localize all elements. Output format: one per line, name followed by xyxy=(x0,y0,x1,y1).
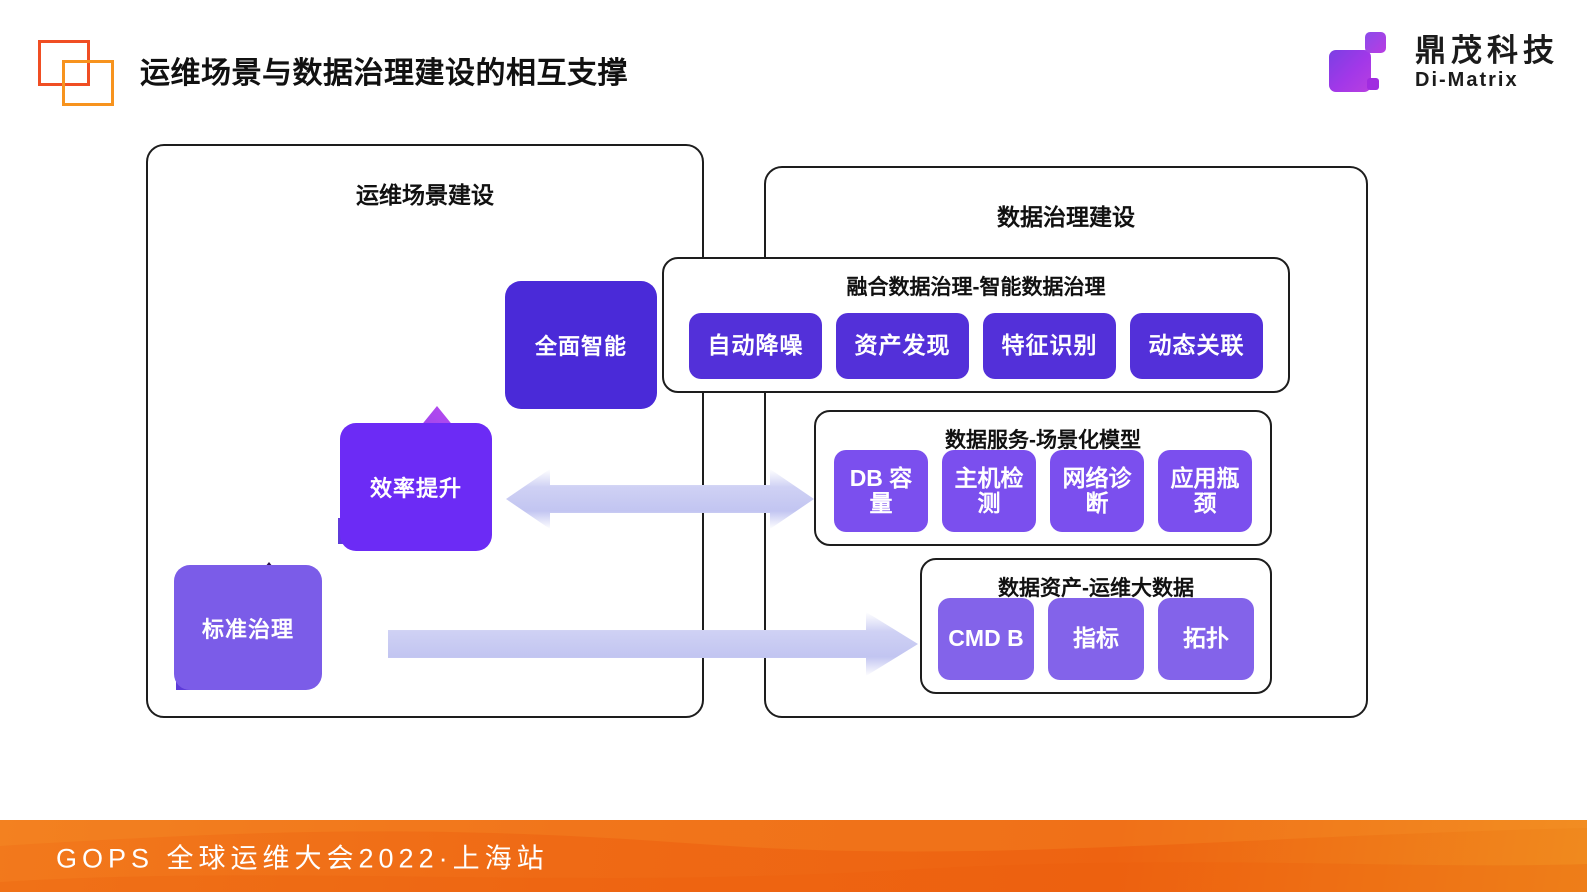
stage-box-full-intelligence[interactable]: 全面智能 xyxy=(505,281,657,409)
logo-small-square-icon xyxy=(1365,32,1386,53)
chip-asset-discovery[interactable]: 资产发现 xyxy=(836,313,969,379)
group-1-chip-row: DB 容量 主机检 测 网络诊 断 应用瓶 颈 xyxy=(816,450,1270,532)
chip-app-bottleneck[interactable]: 应用瓶 颈 xyxy=(1158,450,1252,532)
chip-auto-denoise[interactable]: 自动降噪 xyxy=(689,313,822,379)
footer-text: GOPS 全球运维大会2022·上海站 xyxy=(56,843,549,874)
group-1-title: 数据服务-场景化模型 xyxy=(945,429,1141,452)
group-box-intelligent-governance: 融合数据治理-智能数据治理 自动降噪 资产发现 特征识别 动态关联 xyxy=(662,257,1290,393)
group-2-chip-row: CMD B 指标 拓扑 xyxy=(922,598,1270,680)
page-title: 运维场景与数据治理建设的相互支撑 xyxy=(140,57,628,90)
logo-text: 鼎茂科技 Di-Matrix xyxy=(1415,35,1559,90)
page-footer: GOPS 全球运维大会2022·上海站 xyxy=(0,820,1587,892)
group-box-data-service: 数据服务-场景化模型 DB 容量 主机检 测 网络诊 断 应用瓶 颈 xyxy=(814,410,1272,546)
chip-db-capacity[interactable]: DB 容量 xyxy=(834,450,928,532)
chip-metric[interactable]: 指标 xyxy=(1048,598,1144,680)
group-2-title: 数据资产-运维大数据 xyxy=(998,577,1194,600)
panel-right-title: 数据治理建设 xyxy=(997,204,1135,230)
chip-cmdb[interactable]: CMD B xyxy=(938,598,1034,680)
group-0-chip-row: 自动降噪 资产发现 特征识别 动态关联 xyxy=(664,313,1288,379)
chip-feature-recognition[interactable]: 特征识别 xyxy=(983,313,1116,379)
logo-name-en: Di-Matrix xyxy=(1415,68,1519,91)
group-0-title: 融合数据治理-智能数据治理 xyxy=(846,276,1106,299)
logo-name-cn: 鼎茂科技 xyxy=(1415,32,1559,68)
group-box-data-asset: 数据资产-运维大数据 CMD B 指标 拓扑 xyxy=(920,558,1272,694)
logo-dot-icon xyxy=(1367,78,1379,90)
square-outline-orange-icon xyxy=(62,60,114,106)
footer-wave-decoration xyxy=(0,820,1587,892)
chip-dynamic-correlation[interactable]: 动态关联 xyxy=(1130,313,1263,379)
logo-big-square-icon xyxy=(1329,50,1371,92)
chip-network-diagnosis[interactable]: 网络诊 断 xyxy=(1050,450,1144,532)
panel-left-title: 运维场景建设 xyxy=(356,182,494,208)
stage-box-efficiency[interactable]: 效率提升 xyxy=(340,423,492,551)
di-matrix-logo-icon xyxy=(1329,32,1401,92)
chip-host-detection[interactable]: 主机检 测 xyxy=(942,450,1036,532)
page-header: 运维场景与数据治理建设的相互支撑 鼎茂科技 Di-Matrix xyxy=(0,0,1587,130)
chip-topology[interactable]: 拓扑 xyxy=(1158,598,1254,680)
diagram-canvas: 运维场景建设 数据治理建设 标准治理 效率提升 全面智能 xyxy=(0,130,1587,790)
brand-logo: 鼎茂科技 Di-Matrix xyxy=(1329,26,1559,98)
decorative-squares-icon xyxy=(36,38,120,108)
stage-box-standard-governance[interactable]: 标准治理 xyxy=(174,565,322,690)
